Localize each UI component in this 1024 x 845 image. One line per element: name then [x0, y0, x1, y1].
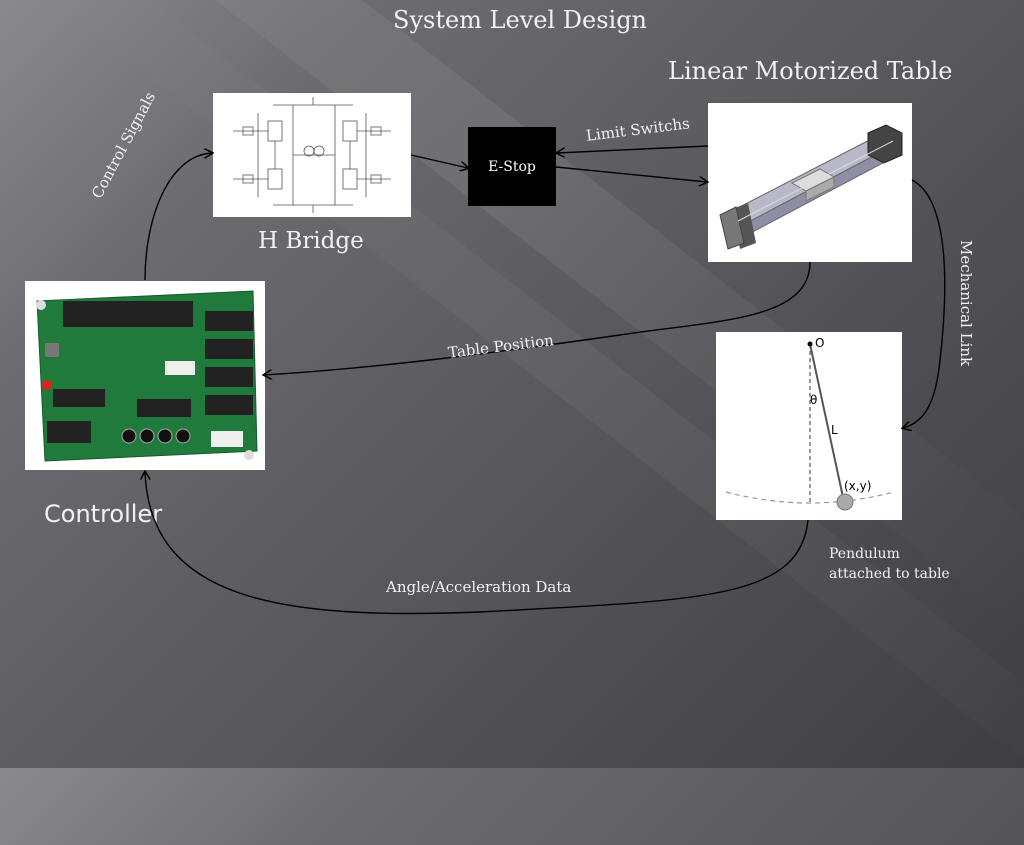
estop-label: E-Stop: [488, 158, 536, 175]
arrow-controller-to-hbridge: [144, 153, 212, 281]
connector-arrows: [0, 145, 946, 615]
pendulum-length-label: L: [831, 423, 838, 437]
pendulum-label-line1: Pendulum: [829, 546, 900, 562]
pendulum-position-label: (x,y): [844, 479, 871, 493]
angle-data-label: Angle/Acceleration Data: [386, 578, 572, 596]
arrow-limit-switches: [557, 145, 709, 153]
h-bridge-schematic-image: [213, 93, 411, 217]
estop-block: E-Stop: [468, 127, 556, 206]
pendulum-origin-label: O: [815, 336, 824, 350]
arrow-table-position: [264, 261, 811, 375]
pendulum-label-line2: attached to table: [829, 566, 950, 582]
controller-label: Controller: [44, 500, 163, 528]
controller-board-illustration: [36, 290, 258, 462]
pendulum-diagram: O θ L (x,y): [725, 336, 895, 511]
pendulum-angle-label: θ: [810, 393, 817, 407]
linear-table-image: [708, 103, 912, 262]
arrow-angle-data: [145, 472, 809, 615]
slide-title: System Level Design: [393, 6, 648, 34]
pendulum-figure: O θ L (x,y): [716, 332, 902, 520]
controller-board-image: [25, 281, 265, 470]
mechanical-link-label: Mechanical Link: [957, 240, 975, 367]
pendulum-label: Pendulum attached to table: [829, 544, 950, 584]
h-bridge-label: H Bridge: [258, 228, 364, 254]
linear-table-illustration: [719, 124, 903, 250]
linear-table-label: Linear Motorized Table: [668, 57, 953, 85]
arrow-estop-to-table: [555, 166, 707, 182]
arrow-mechanical-link: [903, 179, 946, 428]
h-bridge-schematic: [233, 97, 391, 213]
arrow-hbridge-to-estop: [410, 154, 468, 168]
